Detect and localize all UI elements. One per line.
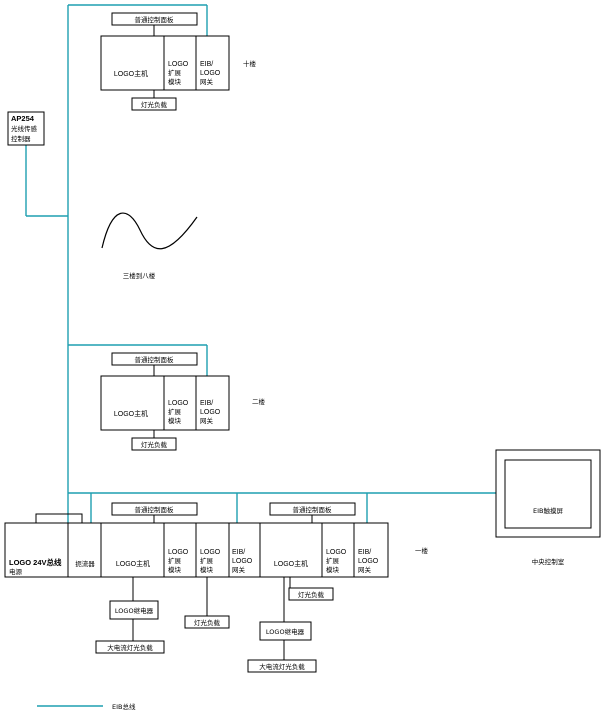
power-supply-label: 电源 — [9, 567, 23, 576]
logo-ext-label-2f: 模块 — [168, 416, 182, 425]
logo-ext-label-1f-b: 模块 — [326, 565, 340, 574]
logo-ext-label-10f: LOGO — [168, 61, 189, 68]
ap254-label: AP254 — [11, 114, 35, 123]
eib-gateway-label-2f: EIB/ — [200, 400, 213, 407]
touch-screen-display — [504, 459, 592, 529]
logo-ext-label-10f: 模块 — [168, 77, 182, 86]
eib-gateway-label-1f-b: LOGO — [358, 558, 379, 565]
relay-box-1f-a — [109, 600, 159, 620]
eib-gateway-label-1f-a: EIB/ — [232, 549, 245, 556]
legend: EIB总线 — [37, 702, 136, 711]
eib-gateway-label-1f-a: 网关 — [232, 565, 246, 574]
light-load-box-10f — [131, 97, 177, 111]
eib-gateway-label-10f: LOGO — [200, 70, 221, 77]
eib-gateway-label-2f: LOGO — [200, 409, 221, 416]
logo-ext-label-1f-a2: 扩展 — [200, 556, 214, 565]
ap254-sensor: AP254 光线传感 控制器 — [7, 111, 45, 146]
big-load-label-1f-b: 大电流灯光负载 — [259, 662, 305, 671]
touch-screen-label: EIB触摸屏 — [533, 506, 563, 515]
central-control-room: EIB触摸屏 中央控制室 — [495, 449, 601, 566]
eib-bus-lines — [25, 4, 496, 523]
panel-label-1f-b: 普通控制面板 — [293, 505, 333, 514]
logo-ext-label-1f-a: 扩展 — [168, 556, 182, 565]
logo-ext-label-2f: LOGO — [168, 400, 189, 407]
big-load-box-1f-a — [95, 640, 165, 654]
choke-label: 扼流器 — [75, 559, 95, 568]
floor-10-group: 普通控制面板 LOGO主机 LOGO 扩展 模块 EIB/ LOGO 网关 灯光… — [100, 12, 257, 111]
logo-ext-label-1f-a2: 模块 — [200, 565, 214, 574]
logo-ext-label-1f-a2: LOGO — [200, 549, 221, 556]
light-load-box-1f-a — [184, 615, 230, 629]
eib-gateway-label-1f-a: LOGO — [232, 558, 253, 565]
eib-gateway-label-10f: EIB/ — [200, 61, 213, 68]
logo-main-label-2f: LOGO主机 — [114, 409, 148, 418]
logo-unit-2f — [100, 375, 230, 431]
ap254-label: 光线传感 — [11, 124, 38, 133]
panel-label-1f-a: 普通控制面板 — [135, 505, 175, 514]
panel-label-10f: 普通控制面板 — [135, 15, 175, 24]
light-load-box-2f — [131, 437, 177, 451]
panel-label-2f: 普通控制面板 — [135, 355, 175, 364]
eib-gateway-label-1f-b: 网关 — [358, 565, 372, 574]
eib-gateway-label-2f: 网关 — [200, 416, 214, 425]
light-load-label-1f-a: 灯光负载 — [194, 618, 221, 627]
floor-2-label: 二楼 — [252, 397, 266, 406]
floor-1-label: 一楼 — [415, 546, 429, 555]
power-supply-label: LOGO 24V总线 — [9, 557, 62, 567]
light-load-box-1f-b — [288, 587, 334, 601]
legend-label: EIB总线 — [112, 702, 136, 711]
logo-unit-10f — [100, 35, 230, 91]
big-load-label-1f-a: 大电流灯光负载 — [107, 643, 153, 652]
ap254-label: 控制器 — [11, 134, 31, 143]
logo-ext-label-1f-b: LOGO — [326, 549, 347, 556]
relay-label-1f-b: LOGO继电器 — [266, 627, 305, 636]
floor-3-8-label: 三楼到八楼 — [123, 271, 156, 280]
logo-ext-label-1f-b: 扩展 — [326, 556, 340, 565]
floor-1-group: LOGO 24V总线 电源 扼流器 普通控制面板 LOGO主机 LOGO 扩展 … — [4, 502, 429, 673]
eib-gateway-label-10f: 网关 — [200, 77, 214, 86]
relay-box-1f-b — [259, 621, 312, 641]
control-room-label: 中央控制室 — [532, 557, 565, 566]
light-load-label-2f: 灯光负载 — [141, 440, 168, 449]
big-load-box-1f-b — [247, 659, 317, 673]
logo-ext-label-2f: 扩展 — [168, 407, 182, 416]
logo-ext-label-10f: 扩展 — [168, 68, 182, 77]
floor-2-group: 普通控制面板 LOGO主机 LOGO 扩展 模块 EIB/ LOGO 网关 灯光… — [100, 352, 266, 451]
light-load-label-1f-b: 灯光负载 — [298, 590, 325, 599]
logo-main-label-10f: LOGO主机 — [114, 69, 148, 78]
eib-gateway-label-1f-b: EIB/ — [358, 549, 371, 556]
logo-main-label-1f-b: LOGO主机 — [274, 559, 308, 568]
relay-label-1f-a: LOGO继电器 — [115, 606, 154, 615]
logo-ext-label-1f-a: 模块 — [168, 565, 182, 574]
logo-ext-label-1f-a: LOGO — [168, 549, 189, 556]
light-load-label-10f: 灯光负载 — [141, 100, 168, 109]
logo-main-label-1f-a: LOGO主机 — [116, 559, 150, 568]
floor-10-label: 十楼 — [243, 59, 257, 68]
sine-break-icon — [101, 212, 198, 250]
